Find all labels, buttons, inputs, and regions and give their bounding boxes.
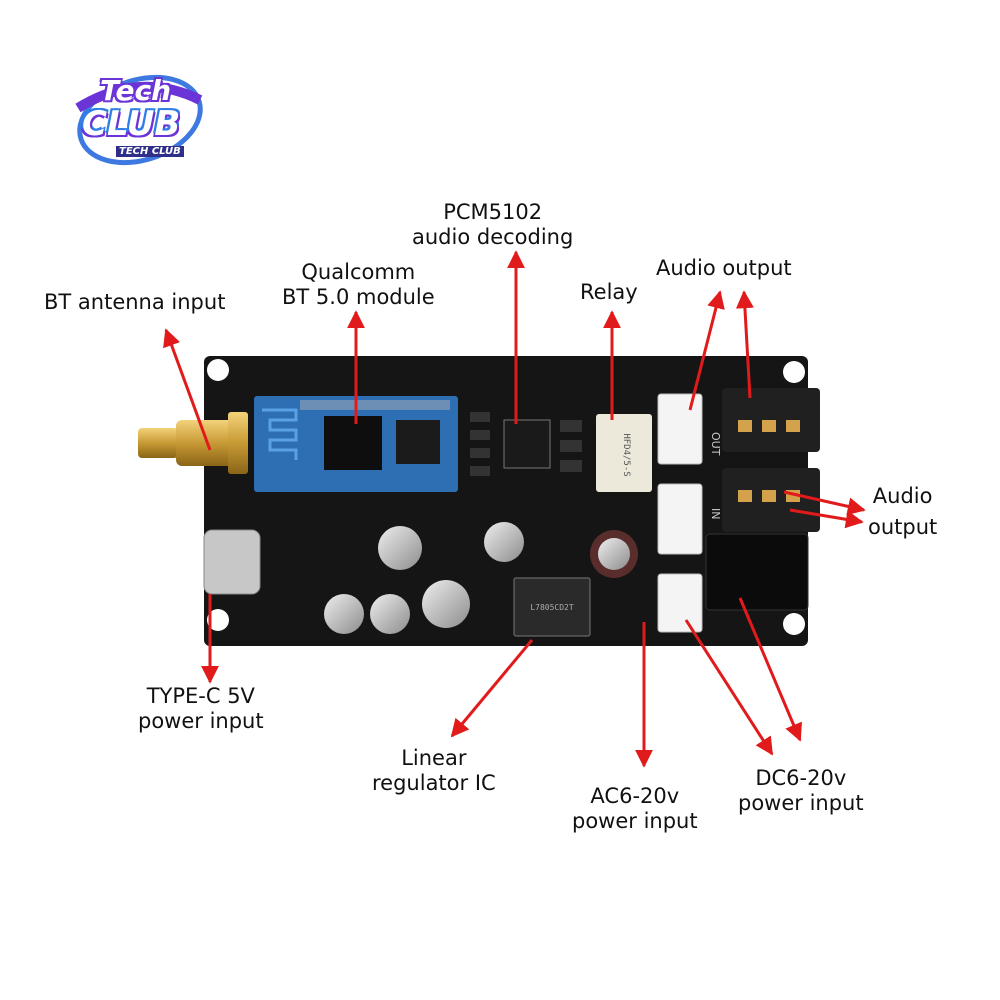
label-audio-output-right-line2: output — [868, 515, 938, 540]
white-connectors — [657, 393, 703, 633]
label-audio-output-top: Audio output — [656, 256, 792, 281]
label-pcm5102-line2: audio decoding — [412, 225, 574, 250]
arrow-audio-right-1 — [783, 490, 866, 516]
label-dc-power: DC6-20v power input — [738, 766, 864, 816]
regulator-marking: L7805CD2T — [530, 603, 574, 612]
capacitors — [324, 522, 638, 634]
label-dc-power-line2: power input — [738, 791, 864, 816]
type-c-connector — [203, 529, 261, 595]
label-typec-line2: power input — [138, 709, 264, 734]
label-typec: TYPE-C 5V power input — [138, 684, 264, 734]
label-qualcomm: Qualcomm BT 5.0 module — [282, 260, 435, 310]
smd-components — [470, 412, 582, 476]
arrow-dc-1 — [684, 619, 774, 756]
dc-jack — [705, 533, 809, 611]
label-qualcomm-line1: Qualcomm — [301, 260, 416, 284]
label-audio-output-right: Audio output — [868, 484, 937, 540]
label-bt-antenna: BT antenna input — [44, 290, 225, 315]
arrow-dc-2 — [738, 597, 802, 742]
label-pcm5102: PCM5102 audio decoding — [412, 200, 573, 250]
arrow-audio-right-2 — [789, 508, 864, 529]
bt-module — [254, 396, 458, 492]
label-ac-power-line1: AC6-20v — [590, 784, 680, 808]
arrow-audio-out-1 — [688, 290, 725, 411]
label-linear-regulator-line2: regulator IC — [372, 771, 496, 796]
label-dc-power-line1: DC6-20v — [755, 766, 847, 790]
label-audio-output-right-line1: Audio — [872, 484, 933, 508]
label-relay: Relay — [580, 280, 638, 305]
label-ac-power-line2: power input — [572, 809, 698, 834]
label-qualcomm-line2: BT 5.0 module — [282, 285, 435, 310]
label-pcm5102-line1: PCM5102 — [443, 200, 543, 224]
label-bt-antenna-line1: BT antenna input — [44, 290, 226, 314]
label-linear-regulator: Linear regulator IC — [372, 746, 496, 796]
relay-marking: HFD4/5-S — [621, 433, 631, 476]
label-typec-line1: TYPE-C 5V — [146, 684, 255, 708]
tech-club-logo — [75, 74, 203, 166]
logo-brand-top: Tech — [100, 74, 172, 107]
relay-component — [596, 414, 652, 492]
arrow-linear — [450, 639, 534, 738]
label-audio-output-top-line1: Audio output — [656, 256, 792, 280]
out-marking: OUT — [709, 432, 722, 456]
in-marking: IN — [709, 508, 722, 519]
logo-brand-sub: TECH CLUB — [116, 146, 184, 157]
label-ac-power: AC6-20v power input — [572, 784, 698, 834]
sma-antenna-connector — [138, 412, 248, 474]
arrow-bt-antenna — [163, 328, 212, 451]
annotation-arrows — [163, 250, 866, 768]
label-linear-regulator-line1: Linear — [401, 746, 467, 770]
linear-regulator — [513, 577, 591, 637]
audio-jacks — [722, 388, 820, 532]
pcm5102-chip — [503, 419, 551, 469]
label-relay-line1: Relay — [580, 280, 638, 304]
arrow-audio-out-2 — [735, 290, 754, 399]
logo-brand-big: CLUB — [82, 104, 181, 144]
